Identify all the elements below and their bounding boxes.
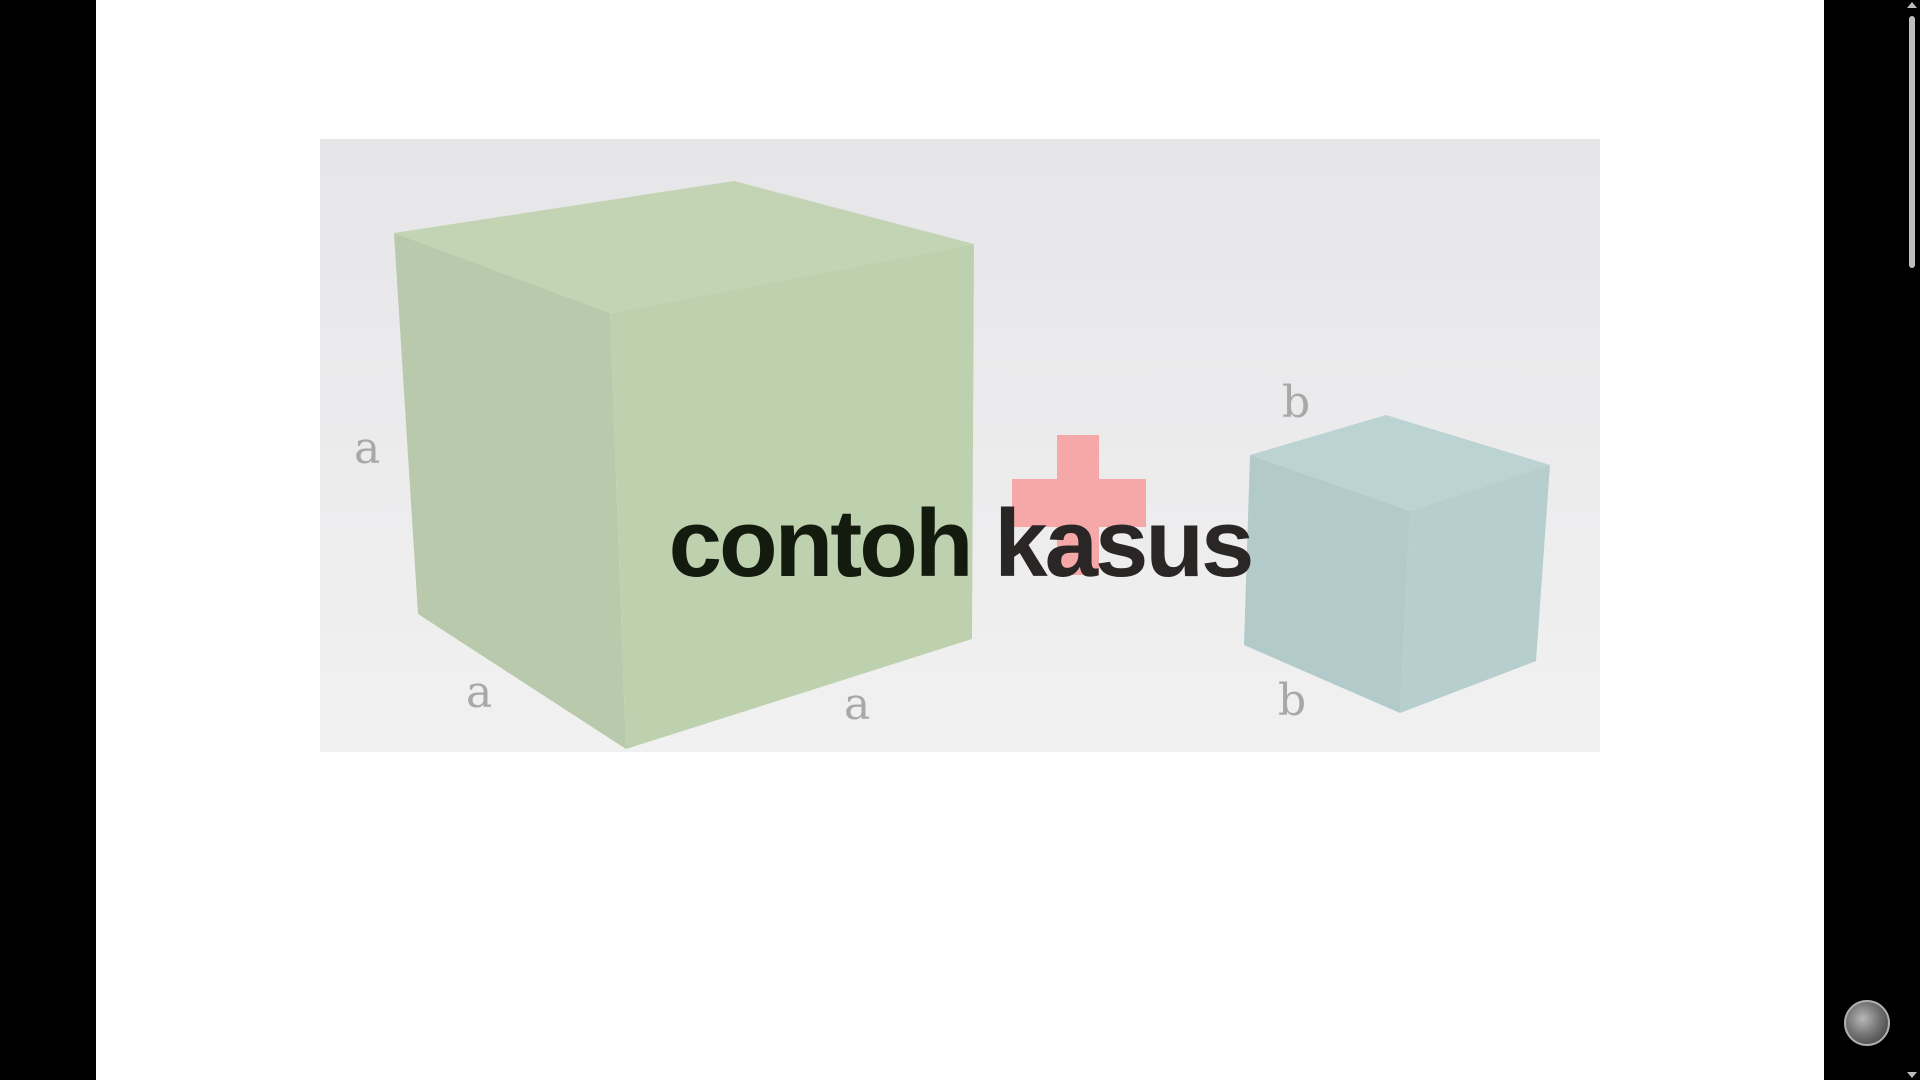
plus-icon [1012,435,1146,575]
video-frame: a a a b b contoh kasus [96,0,1824,1080]
big-cube-label-bottom-left: a [466,667,493,718]
big-cube-top-face [394,181,974,313]
cube-sum-figure: a a a b b [320,139,1600,752]
small-cube-top-face [1250,415,1550,511]
vertical-scrollbar[interactable] [1904,0,1920,1080]
scroll-up-arrow-icon[interactable] [1907,2,1917,8]
avatar-badge-icon[interactable] [1844,1000,1890,1046]
small-cube-label-bottom: b [1278,675,1307,726]
scroll-down-arrow-icon[interactable] [1907,1072,1917,1078]
small-cube-left-face [1244,455,1410,713]
caption-word-kasus: kasus [994,490,1254,597]
big-cube-label-bottom-right: a [844,679,871,730]
cube-illustration [320,139,1600,752]
caption-word-contoh: contoh [668,490,974,597]
big-cube-right-face [610,244,974,749]
small-cube-label-top: b [1282,377,1311,428]
small-cube-right-face [1400,465,1550,713]
big-cube [394,181,974,749]
small-cube [1244,415,1550,713]
scrollbar-thumb[interactable] [1909,16,1915,268]
big-cube-label-left: a [354,423,381,474]
big-cube-left-face [394,233,626,749]
video-caption: contoh kasus [96,496,1824,592]
